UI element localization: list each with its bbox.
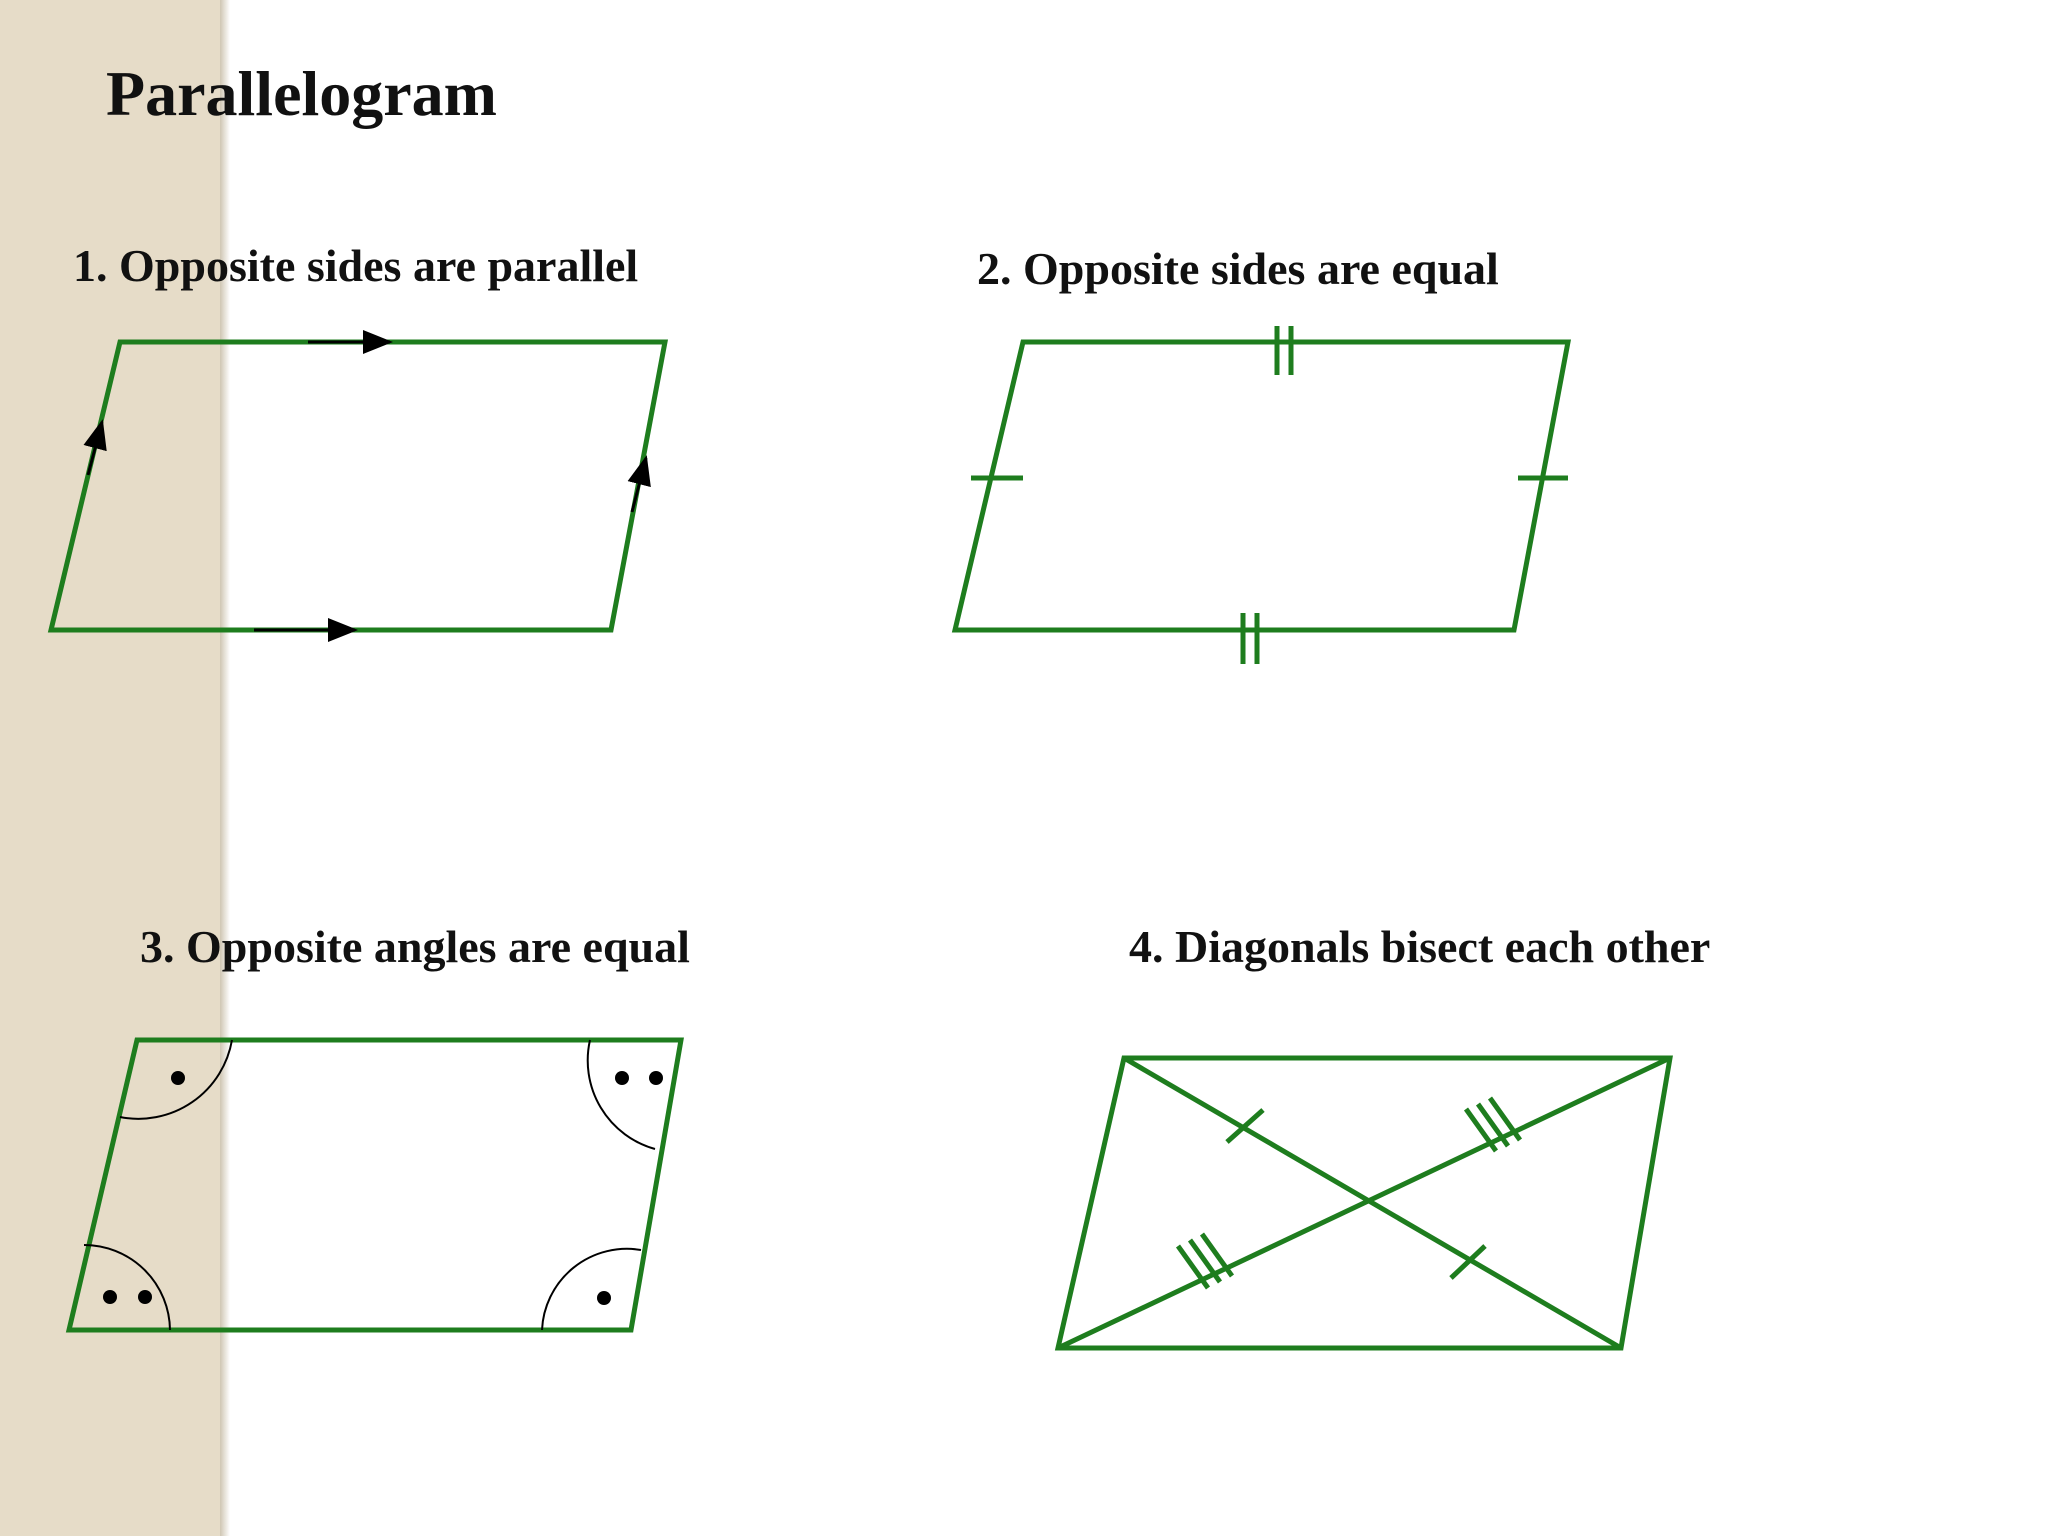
parallelogram-equal-sides-figure: [951, 326, 1572, 664]
triple-tick-diagonal: [1463, 1107, 1499, 1153]
side-band: [0, 0, 220, 1536]
parallelogram-outline: [65, 1037, 684, 1333]
parallelogram-outline: [47, 339, 669, 633]
diagonal-line: [1122, 1055, 1623, 1351]
slide-title: Parallelogram: [106, 58, 497, 129]
angle-dot-single: [171, 1071, 185, 1085]
property-4-caption: 4. Diagonals bisect each other: [1129, 921, 1711, 972]
angle-dot-double: [649, 1071, 663, 1085]
parallel-arrow-right: [627, 455, 651, 513]
parallelogram-outline: [951, 339, 1572, 633]
angle-dot-single: [597, 1291, 611, 1305]
angle-arc-top-right: [586, 1039, 656, 1150]
parallelogram-equal-angles-figure: [65, 1037, 684, 1333]
side-band-shadow: [220, 0, 230, 1536]
angle-dot-double: [138, 1290, 152, 1304]
triple-tick-diagonal: [1187, 1238, 1223, 1284]
triple-tick-diagonal: [1475, 1102, 1511, 1148]
diagonal-line: [1056, 1055, 1672, 1351]
property-2-caption: 2. Opposite sides are equal: [977, 243, 1499, 294]
angle-arc-bottom-left: [83, 1244, 171, 1331]
single-tick-diagonal: [1225, 1108, 1265, 1144]
triple-tick-diagonal: [1199, 1232, 1235, 1278]
property-3-caption: 3. Opposite angles are equal: [140, 921, 690, 972]
single-tick-diagonal: [1449, 1244, 1487, 1280]
parallelogram-parallel-figure: [47, 330, 669, 642]
angle-arc-bottom-right: [541, 1247, 642, 1331]
angle-arc-top-left: [119, 1039, 233, 1120]
triple-tick-diagonal: [1487, 1096, 1523, 1142]
angle-dot-double: [103, 1290, 117, 1304]
parallelogram-diagonals-figure: [1054, 1055, 1673, 1351]
property-1-caption: 1. Opposite sides are parallel: [73, 240, 639, 291]
angle-dot-double: [615, 1071, 629, 1085]
triple-tick-diagonal: [1175, 1244, 1211, 1290]
parallel-arrow-left: [83, 419, 107, 476]
